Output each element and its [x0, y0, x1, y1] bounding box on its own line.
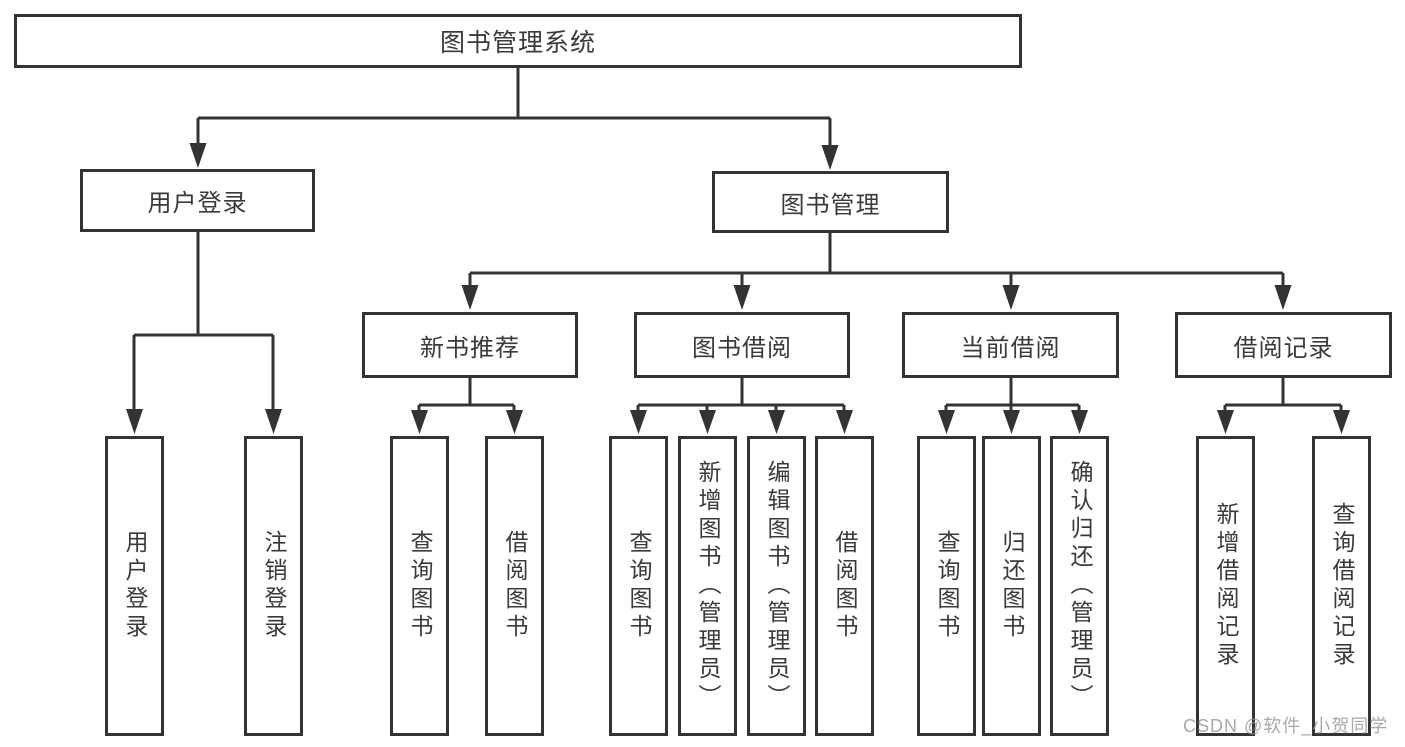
node-leaf-user-login: 用户登录 — [105, 436, 164, 736]
node-leaf-borrow-books: 借阅图书 — [815, 436, 874, 736]
node-label: 归还图书 — [999, 530, 1025, 642]
node-label: 图书管理系统 — [439, 29, 596, 57]
node-leaf-confirm-return-admin: 确认归还（管理员） — [1050, 436, 1109, 736]
node-label: 新书推荐 — [420, 334, 520, 362]
node-library-management-system: 图书管理系统 — [14, 14, 1022, 68]
node-leaf-add-books-admin: 新增图书（管理员） — [678, 436, 737, 736]
node-label: 查询借阅记录 — [1329, 502, 1355, 670]
node-label: 新增图书（管理员） — [695, 460, 721, 712]
node-leaf-edit-books-admin: 编辑图书（管理员） — [747, 436, 806, 736]
node-label: 注销登录 — [261, 530, 287, 642]
node-label: 用户登录 — [147, 190, 248, 217]
node-label: 借阅图书 — [502, 530, 528, 642]
node-label: 编辑图书（管理员） — [764, 460, 790, 712]
node-label: 用户登录 — [122, 530, 148, 642]
node-leaf-query-books-current: 查询图书 — [917, 436, 976, 736]
node-leaf-query-borrow-record: 查询借阅记录 — [1312, 436, 1371, 736]
csdn-watermark: CSDN @软件_小贺同学 — [1183, 716, 1389, 736]
node-new-book-recommend: 新书推荐 — [362, 312, 578, 378]
node-current-borrow: 当前借阅 — [902, 312, 1119, 378]
node-label: 图书借阅 — [692, 334, 792, 362]
node-label: 图书管理 — [780, 191, 881, 219]
node-leaf-return-books: 归还图书 — [982, 436, 1041, 736]
node-leaf-add-borrow-record: 新增借阅记录 — [1196, 436, 1255, 736]
node-label: 借阅记录 — [1233, 334, 1334, 362]
node-label: 查询图书 — [626, 530, 652, 642]
node-leaf-borrow-books-recommend: 借阅图书 — [485, 436, 544, 736]
node-user-login: 用户登录 — [80, 169, 315, 232]
node-label: 新增借阅记录 — [1213, 502, 1239, 670]
node-label: 确认归还（管理员） — [1067, 460, 1093, 712]
node-book-borrow: 图书借阅 — [634, 312, 850, 378]
node-book-management: 图书管理 — [712, 171, 949, 233]
node-label: 当前借阅 — [960, 334, 1061, 362]
node-label: 借阅图书 — [832, 530, 858, 642]
node-leaf-query-books-recommend: 查询图书 — [390, 436, 449, 736]
node-leaf-query-books-borrow: 查询图书 — [609, 436, 668, 736]
node-leaf-logout: 注销登录 — [244, 436, 303, 736]
node-label: 查询图书 — [407, 530, 433, 642]
node-borrow-records: 借阅记录 — [1175, 312, 1392, 378]
node-label: 查询图书 — [934, 530, 960, 642]
